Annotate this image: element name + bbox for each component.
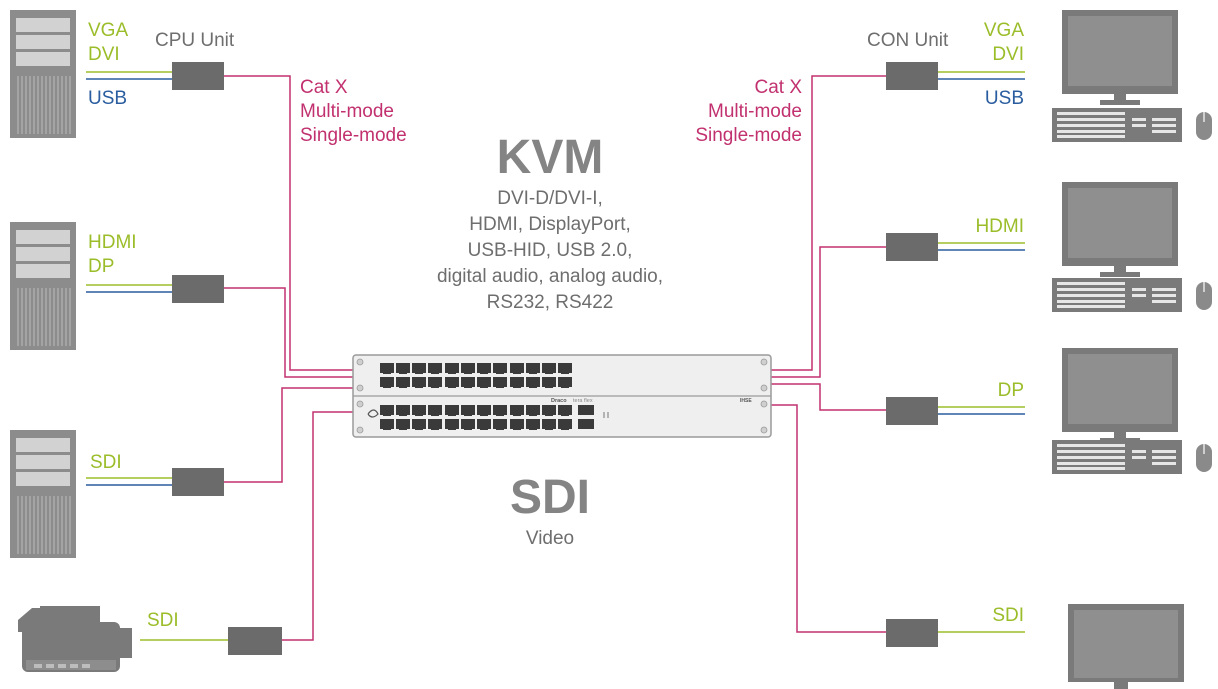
kvm-signal-2: USB-HID, USB 2.0,	[467, 240, 633, 261]
kvm-signal-1: HDMI, DisplayPort,	[469, 214, 631, 235]
kvm-title: KVM	[496, 131, 604, 184]
sdi-monitor	[1068, 604, 1184, 689]
camera	[18, 606, 132, 672]
cpu-unit-box-2	[172, 275, 224, 303]
cpu3-label-sdi: SDI	[90, 452, 122, 473]
cpu2-label-dp: DP	[88, 256, 115, 277]
cpu-tower-1	[9, 9, 77, 139]
con-unit-box-4	[886, 619, 938, 647]
cpu1-catx-line	[224, 75, 355, 371]
con1-label-usb: USB	[984, 88, 1024, 109]
con3-catx-line	[770, 383, 886, 411]
kvm-signal-3: digital audio, analog audio,	[436, 266, 664, 287]
switch-model: tera flex	[573, 398, 593, 404]
cpu2-label-hdmi: HDMI	[88, 232, 137, 253]
cpu4-label-sdi: SDI	[147, 610, 179, 631]
con2-catx-line	[770, 246, 886, 378]
cpu-unit-box-4	[228, 627, 282, 655]
switch-brand: Draco	[551, 398, 567, 404]
con-cable-type-2: Single-mode	[695, 125, 802, 146]
cpu1-label-vga: VGA	[88, 20, 129, 41]
workstation-2	[1051, 182, 1213, 313]
con4-catx-line	[770, 404, 886, 633]
sdi-subtitle: Video	[525, 528, 575, 549]
con-unit-box-3	[886, 397, 938, 425]
kvm-signal-0: DVI-D/DVI-I,	[497, 188, 603, 209]
workstation-3	[1051, 348, 1213, 475]
cpu-cable-type-2: Single-mode	[300, 125, 407, 146]
con1-catx-line	[770, 75, 886, 371]
cpu1-label-dvi: DVI	[88, 44, 120, 65]
con-cable-type-0: Cat X	[754, 77, 802, 98]
cpu-tower-3	[9, 429, 77, 559]
cpu-unit-label: CPU Unit	[155, 30, 235, 51]
cpu1-label-usb: USB	[88, 88, 128, 109]
kvm-signal-4: RS232, RS422	[486, 292, 614, 313]
con2-label-hdmi: HDMI	[975, 216, 1024, 237]
cpu3-catx-line	[224, 387, 355, 483]
sdi-title: SDI	[509, 471, 590, 524]
cpu4-catx-line	[282, 411, 355, 641]
con1-label-vga: VGA	[983, 20, 1024, 41]
con-unit-box-1	[886, 62, 938, 90]
cpu-cable-type-1: Multi-mode	[300, 101, 394, 122]
con4-label-sdi: SDI	[992, 605, 1024, 626]
con-cable-type-1: Multi-mode	[708, 101, 802, 122]
cpu-tower-2	[9, 221, 77, 351]
con3-label-dp: DP	[997, 380, 1024, 401]
cpu2-catx-line	[224, 287, 355, 378]
con-unit-label: CON Unit	[867, 30, 949, 51]
matrix-switch: Draco tera flex IHSE	[352, 354, 772, 438]
cpu-side-cables	[86, 71, 355, 641]
workstation-1	[1051, 10, 1213, 143]
switch-maker: IHSE	[740, 398, 752, 404]
con-side-cables	[770, 71, 1025, 633]
cpu-unit-box-3	[172, 468, 224, 496]
con-unit-box-2	[886, 233, 938, 261]
cpu-cable-type-0: Cat X	[300, 77, 348, 98]
cpu-unit-box-1	[172, 62, 224, 90]
con1-label-dvi: DVI	[992, 44, 1024, 65]
